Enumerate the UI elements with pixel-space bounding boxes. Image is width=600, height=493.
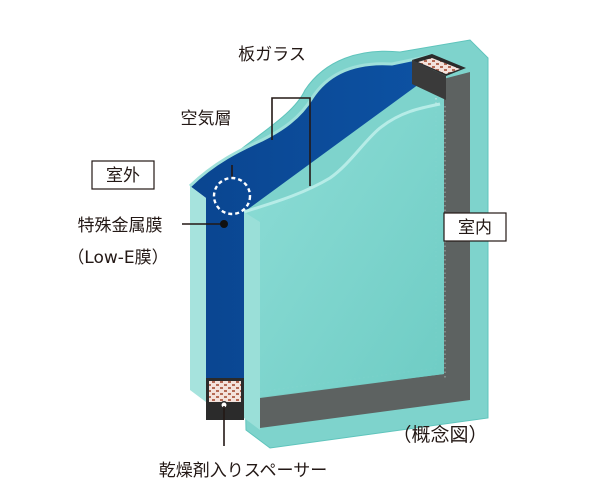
desiccant-spacer-label: 乾燥剤入りスペーサー — [159, 461, 327, 481]
indoor-box: 室内 — [443, 212, 507, 242]
spacer-top — [412, 54, 466, 100]
desiccant-spacer — [206, 378, 244, 420]
air-layer-label: 空気層 — [181, 109, 232, 129]
leader-lines — [182, 97, 311, 446]
low-e-film-label: （Low-E膜） — [67, 248, 168, 268]
outdoor-box: 室外 — [91, 160, 155, 190]
special-metal-film-label: 特殊金属膜 — [78, 216, 163, 236]
plate-glass-label: 板ガラス — [238, 45, 306, 65]
outdoor-glass-pane — [188, 54, 431, 418]
dashed-circle-icon — [212, 176, 252, 216]
outdoor-label: 室外 — [106, 166, 140, 186]
front-glass-face — [243, 102, 444, 430]
indoor-label: 室内 — [458, 218, 492, 238]
dot-icon — [220, 220, 228, 228]
conceptual-diagram-label: （概念図） — [392, 423, 487, 446]
